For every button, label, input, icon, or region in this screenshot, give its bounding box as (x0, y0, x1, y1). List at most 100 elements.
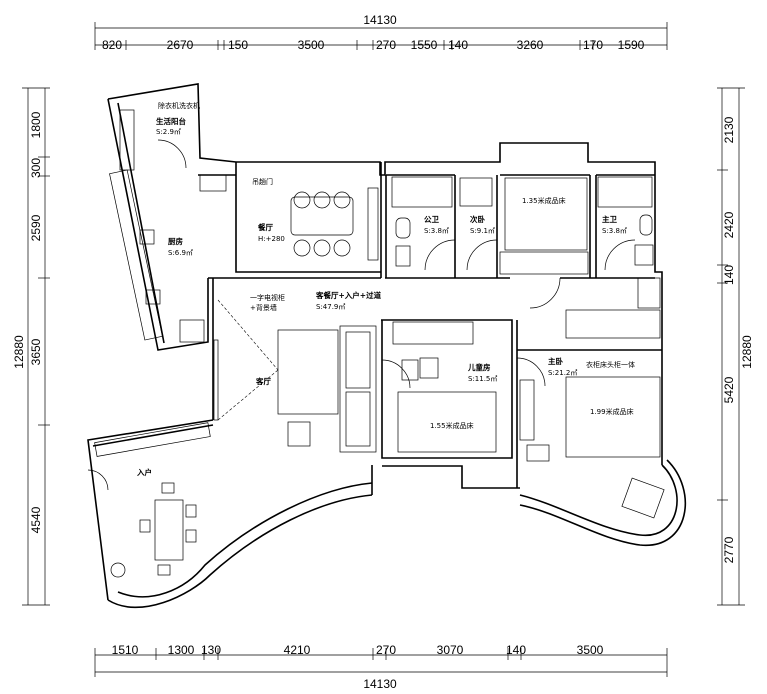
bottom-dim-3: 130 (201, 643, 221, 657)
bottom-dim-4: 4210 (284, 643, 311, 657)
master-bedroom-area: S:21.2㎡ (548, 369, 577, 377)
kids-bed-label: 1.55米成品床 (430, 421, 474, 430)
kitchen-name: 厨房 (168, 236, 183, 246)
public-shower (391, 176, 453, 208)
public-basin (395, 245, 411, 267)
dining-table (290, 196, 354, 236)
sink (145, 289, 161, 305)
left-dimensions: 1800 300 2590 3650 4540 12880 (12, 87, 50, 606)
utility-balcony-note: 除衣机洗衣机 (158, 101, 200, 110)
bottom-dim-8: 3500 (577, 643, 604, 657)
top-dimensions: 14130 820 2670 150 3500 270 1550 140 326… (94, 13, 668, 52)
lounge-chair (621, 477, 665, 519)
second-bedroom-area: S:9.1㎡ (470, 227, 495, 235)
top-dim-2: 2670 (167, 38, 194, 52)
kids-bed (397, 391, 497, 453)
utility-balcony-area: S:2.9㎡ (156, 128, 181, 136)
top-total-dimension: 14130 (363, 13, 397, 27)
bottom-dim-7: 140 (506, 643, 526, 657)
kitchen-area: S:6.9㎡ (168, 249, 193, 257)
master-bedroom-name: 主卧 (548, 356, 563, 366)
bottom-dim-1: 1510 (112, 643, 139, 657)
top-dim-9: 170 (583, 38, 603, 52)
armchair (287, 421, 311, 447)
dining-door: 吊趟门 (252, 177, 273, 186)
top-dim-8: 3260 (517, 38, 544, 52)
right-dim-3: 140 (722, 265, 736, 285)
bottom-dimensions: 1510 1300 130 4210 270 3070 140 3500 141… (94, 643, 668, 691)
second-bed (504, 177, 588, 251)
public-bath-area: S:3.8㎡ (424, 227, 449, 235)
bottom-dim-2: 1300 (168, 643, 195, 657)
door-swings (87, 139, 636, 491)
room-labels: 除衣机洗衣机 生活阳台 S:2.9㎡ 厨房 S:6.9㎡ 吊趟门 餐厅 H:+2… (136, 101, 635, 477)
kitchen-box (199, 174, 227, 192)
left-dim-4: 3650 (29, 338, 43, 365)
dining-cabinet (367, 187, 379, 261)
right-dim-5: 2770 (722, 536, 736, 563)
living-hall-name: 客餐厅+入户+过道 (315, 290, 382, 300)
master-bed (565, 376, 661, 458)
master-shower (597, 176, 653, 208)
top-dim-5: 270 (376, 38, 396, 52)
exterior-walls (87, 83, 687, 609)
kids-wardrobe (392, 321, 474, 345)
sofa (339, 325, 377, 453)
master-chair (526, 444, 550, 462)
public-toilet (395, 217, 411, 239)
utility-balcony-name: 生活阳台 (156, 116, 186, 126)
shoe-cabinet (94, 422, 211, 457)
top-dim-1: 820 (102, 38, 122, 52)
entrance-table (154, 499, 184, 561)
interior-walls (198, 162, 662, 488)
kitchen-counter (109, 169, 163, 341)
fridge (179, 319, 205, 343)
coffee-table (277, 329, 339, 415)
master-toilet (639, 214, 653, 236)
top-ticks (125, 40, 594, 50)
master-wardrobe (565, 309, 661, 339)
bottom-dim-5: 270 (376, 643, 396, 657)
top-dim-10: 1590 (618, 38, 645, 52)
master-tv-cabinet (519, 379, 535, 441)
second-wardrobe (499, 251, 589, 275)
right-total-dimension: 12880 (740, 335, 754, 369)
living-name: 客厅 (255, 376, 271, 386)
master-wardrobe-label: 衣柜床头柜一体 (586, 360, 635, 369)
master-basin (634, 244, 654, 266)
dining-height: H:+280 (258, 235, 285, 243)
balcony-cabinet (119, 109, 135, 171)
left-dim-1: 1800 (29, 111, 43, 138)
left-total-dimension: 12880 (12, 335, 26, 369)
kids-room-area: S:11.5㎡ (468, 375, 497, 383)
tv-cabinet (213, 339, 219, 421)
furniture (94, 109, 665, 578)
left-dim-5: 4540 (29, 506, 43, 533)
kids-room-name: 儿童房 (467, 362, 491, 372)
living-hall-area: S:47.9㎡ (316, 303, 345, 311)
top-dim-6: 1550 (411, 38, 438, 52)
top-dim-3: 150 (228, 38, 248, 52)
public-bath-name: 公卫 (424, 215, 439, 224)
right-dim-2: 2420 (722, 211, 736, 238)
master-bath-name: 主卫 (602, 214, 617, 224)
second-desk (459, 177, 493, 207)
dining-name: 餐厅 (257, 222, 273, 232)
entrance-name: 入户 (136, 467, 152, 477)
right-dimensions: 2130 2420 140 5420 2770 12880 (717, 87, 754, 606)
left-dim-3: 2590 (29, 214, 43, 241)
bottom-total-dimension: 14130 (363, 677, 397, 691)
right-dim-1: 2130 (722, 116, 736, 143)
top-dim-7: 140 (448, 38, 468, 52)
master-bath-area: S:3.8㎡ (602, 227, 627, 235)
second-bedroom-name: 次卧 (470, 214, 485, 224)
tv-note-1: 一字电视柜 (250, 293, 285, 302)
tv-note-2: +背景墙 (250, 303, 277, 312)
bottom-dim-6: 3070 (437, 643, 464, 657)
top-dim-4: 3500 (298, 38, 325, 52)
stove (139, 229, 155, 245)
right-dim-4: 5420 (722, 376, 736, 403)
left-dim-2: 300 (29, 158, 43, 178)
master-bed-label: 1.99米成品床 (590, 407, 634, 416)
